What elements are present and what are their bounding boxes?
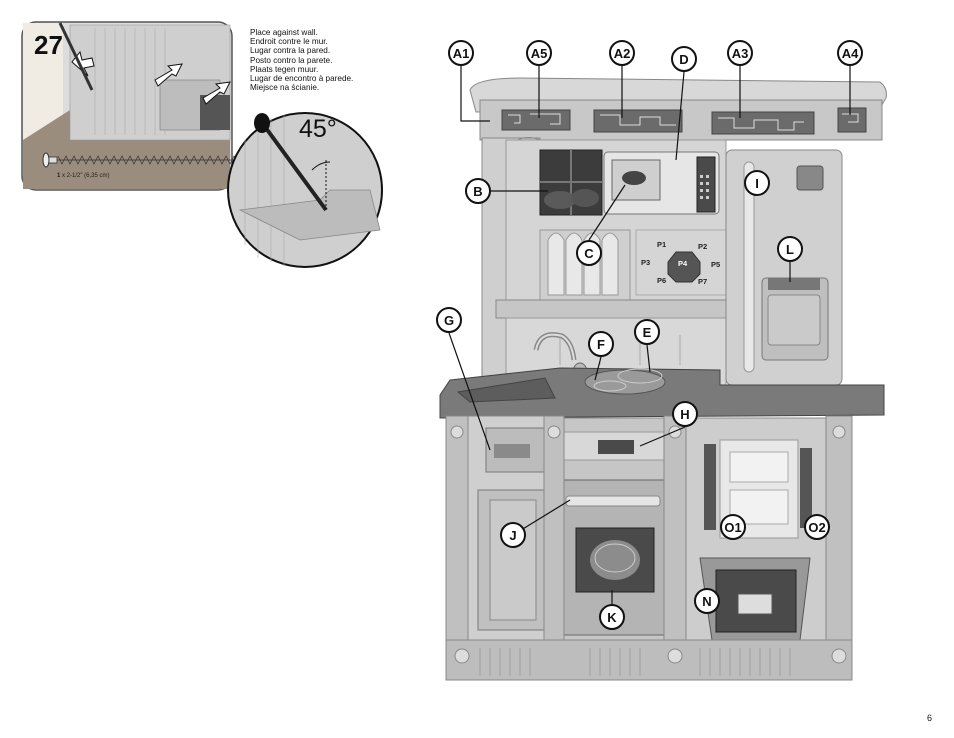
callout-a5: A5: [526, 40, 552, 66]
panel-zone-p4: P4: [678, 259, 688, 268]
leader-lines: [448, 66, 851, 604]
kitchen-drawing: [439, 77, 887, 681]
callout-a1: A1: [448, 40, 474, 66]
instruction-pl: Miejsce na ścianie.: [250, 83, 320, 93]
screw-label: 1 x 2-1/2" (6,35 cm): [57, 173, 110, 179]
magnified-detail: [227, 112, 383, 268]
callout-f: F: [588, 331, 614, 357]
step-number: 27: [34, 30, 63, 60]
page-number: 6: [927, 713, 933, 723]
panel-zone-p2: P2: [698, 242, 708, 251]
instruction-es: Lugar contra la pared.: [250, 46, 331, 56]
callout-a2: A2: [609, 40, 635, 66]
callout-o1: O1: [720, 514, 746, 540]
callout-n: N: [694, 588, 720, 614]
panel-zone-p6: P6: [657, 276, 667, 285]
angle-label: 45°: [299, 115, 337, 143]
callout-l: L: [777, 236, 803, 262]
callout-i: I: [744, 170, 770, 196]
callout-a3: A3: [727, 40, 753, 66]
panel-zone-p3: P3: [641, 258, 651, 267]
instruction-it: Posto contro la parete.: [250, 55, 333, 65]
callout-c: C: [576, 240, 602, 266]
instruction-nl: Plaats tegen muur.: [250, 64, 319, 74]
screw-quantity: 1: [57, 173, 61, 179]
callout-o2: O2: [804, 514, 830, 540]
step-inset-drawing: [21, 21, 269, 191]
panel-zone-p1: P1: [657, 240, 667, 249]
screw-size: x 2-1/2" (6,35 cm): [62, 173, 110, 179]
panel-zone-p7: P7: [698, 277, 708, 286]
callout-e: E: [634, 319, 660, 345]
instruction-en: Place against wall.: [250, 28, 318, 37]
callout-g: G: [436, 307, 462, 333]
instruction-pt: Lugar de encontro à parede.: [250, 74, 354, 84]
callout-a4: A4: [837, 40, 863, 66]
callout-d: D: [671, 46, 697, 72]
callout-k: K: [599, 604, 625, 630]
instructions-block: Place against wall. Endroit contre le mu…: [250, 28, 353, 92]
callout-h: H: [672, 401, 698, 427]
callout-b: B: [465, 178, 491, 204]
instruction-fr: Endroit contre le mur.: [250, 37, 328, 47]
panel-zone-p5: P5: [711, 260, 721, 269]
callout-j: J: [500, 522, 526, 548]
